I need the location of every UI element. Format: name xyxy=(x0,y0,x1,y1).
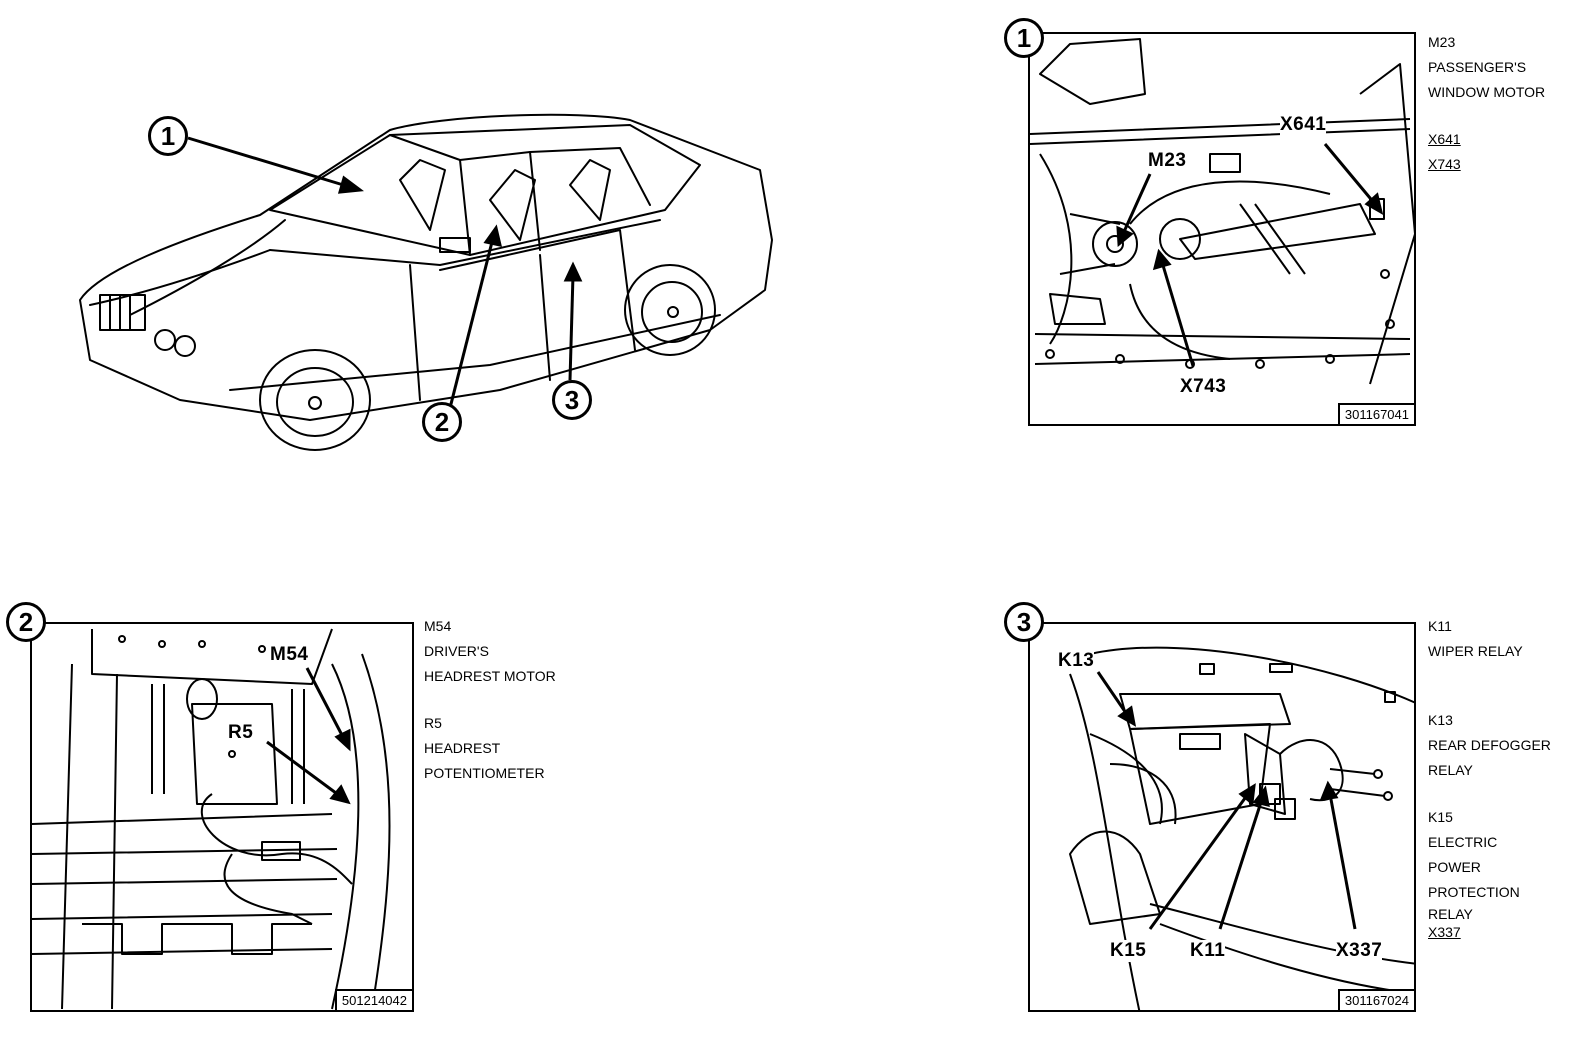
callout-m54: M54 xyxy=(270,644,309,666)
legend-text: POTENTIOMETER xyxy=(424,765,545,781)
callout-k11: K11 xyxy=(1190,940,1226,962)
callout-r5: R5 xyxy=(228,722,254,744)
legend-code: K11 xyxy=(1428,618,1452,634)
callout-m23: M23 xyxy=(1148,150,1187,172)
legend-text: DRIVER'S xyxy=(424,643,489,659)
figure-code: 501214042 xyxy=(334,989,412,1010)
legend-text: RELAY xyxy=(1428,762,1473,778)
legend-text: REAR DEFOGGER xyxy=(1428,737,1551,753)
legend-code: K15 xyxy=(1428,809,1453,825)
legend-code: X743 xyxy=(1428,156,1461,172)
legend-text: WINDOW MOTOR xyxy=(1428,84,1546,100)
callout-x337: X337 xyxy=(1336,940,1383,962)
panel-1-legend: M23 PASSENGER'S WINDOW MOTOR X641 X743 xyxy=(1428,30,1545,177)
legend-text: ELECTRIC xyxy=(1428,834,1498,850)
legend-code: K13 xyxy=(1428,712,1453,728)
car-overview: 1 2 3 xyxy=(60,90,780,460)
panel-badge-3: 3 xyxy=(1004,602,1044,642)
panel-badge-2: 2 xyxy=(6,602,46,642)
legend-code: R5 xyxy=(424,715,442,731)
legend-code: M54 xyxy=(424,618,452,634)
panel-badge-1: 1 xyxy=(1004,18,1044,58)
legend-text: RELAY xyxy=(1428,906,1473,922)
callout-x743: X743 xyxy=(1180,376,1227,398)
callout-k13: K13 xyxy=(1058,650,1095,672)
overview-badge-3: 3 xyxy=(552,380,592,420)
legend-code: X641 xyxy=(1428,131,1461,147)
legend-code: X337 xyxy=(1428,924,1461,940)
door-window-motor-drawing xyxy=(1030,38,1414,385)
legend-text: WIPER RELAY xyxy=(1428,643,1523,659)
detail-panel-2: M54 R5 501214042 xyxy=(30,622,414,1012)
figure-code: 301167041 xyxy=(1337,403,1414,424)
legend-text: PROTECTION xyxy=(1428,884,1520,900)
figure-code: 301167024 xyxy=(1337,989,1414,1010)
panel-3-legend: K11 WIPER RELAY K13 REAR DEFOGGER RELAY … xyxy=(1428,614,1551,941)
overview-badge-2: 2 xyxy=(422,402,462,442)
detail-panel-1: X641 M23 X743 301167041 xyxy=(1028,32,1416,426)
detail-panel-3: K13 K15 K11 X337 301167024 xyxy=(1028,622,1416,1012)
legend-text: POWER xyxy=(1428,859,1481,875)
seat-headrest-drawing xyxy=(32,628,391,1010)
callout-x641: X641 xyxy=(1280,114,1327,136)
legend-text: HEADREST MOTOR xyxy=(424,668,556,684)
legend-code: M23 xyxy=(1428,34,1456,50)
callout-k15: K15 xyxy=(1110,940,1147,962)
legend-text: PASSENGER'S xyxy=(1428,59,1527,75)
legend-text: HEADREST xyxy=(424,740,501,756)
overview-badge-1: 1 xyxy=(148,116,188,156)
panel-2-legend: M54 DRIVER'S HEADREST MOTOR R5 HEADREST … xyxy=(424,614,556,786)
car-illustration xyxy=(79,113,773,451)
